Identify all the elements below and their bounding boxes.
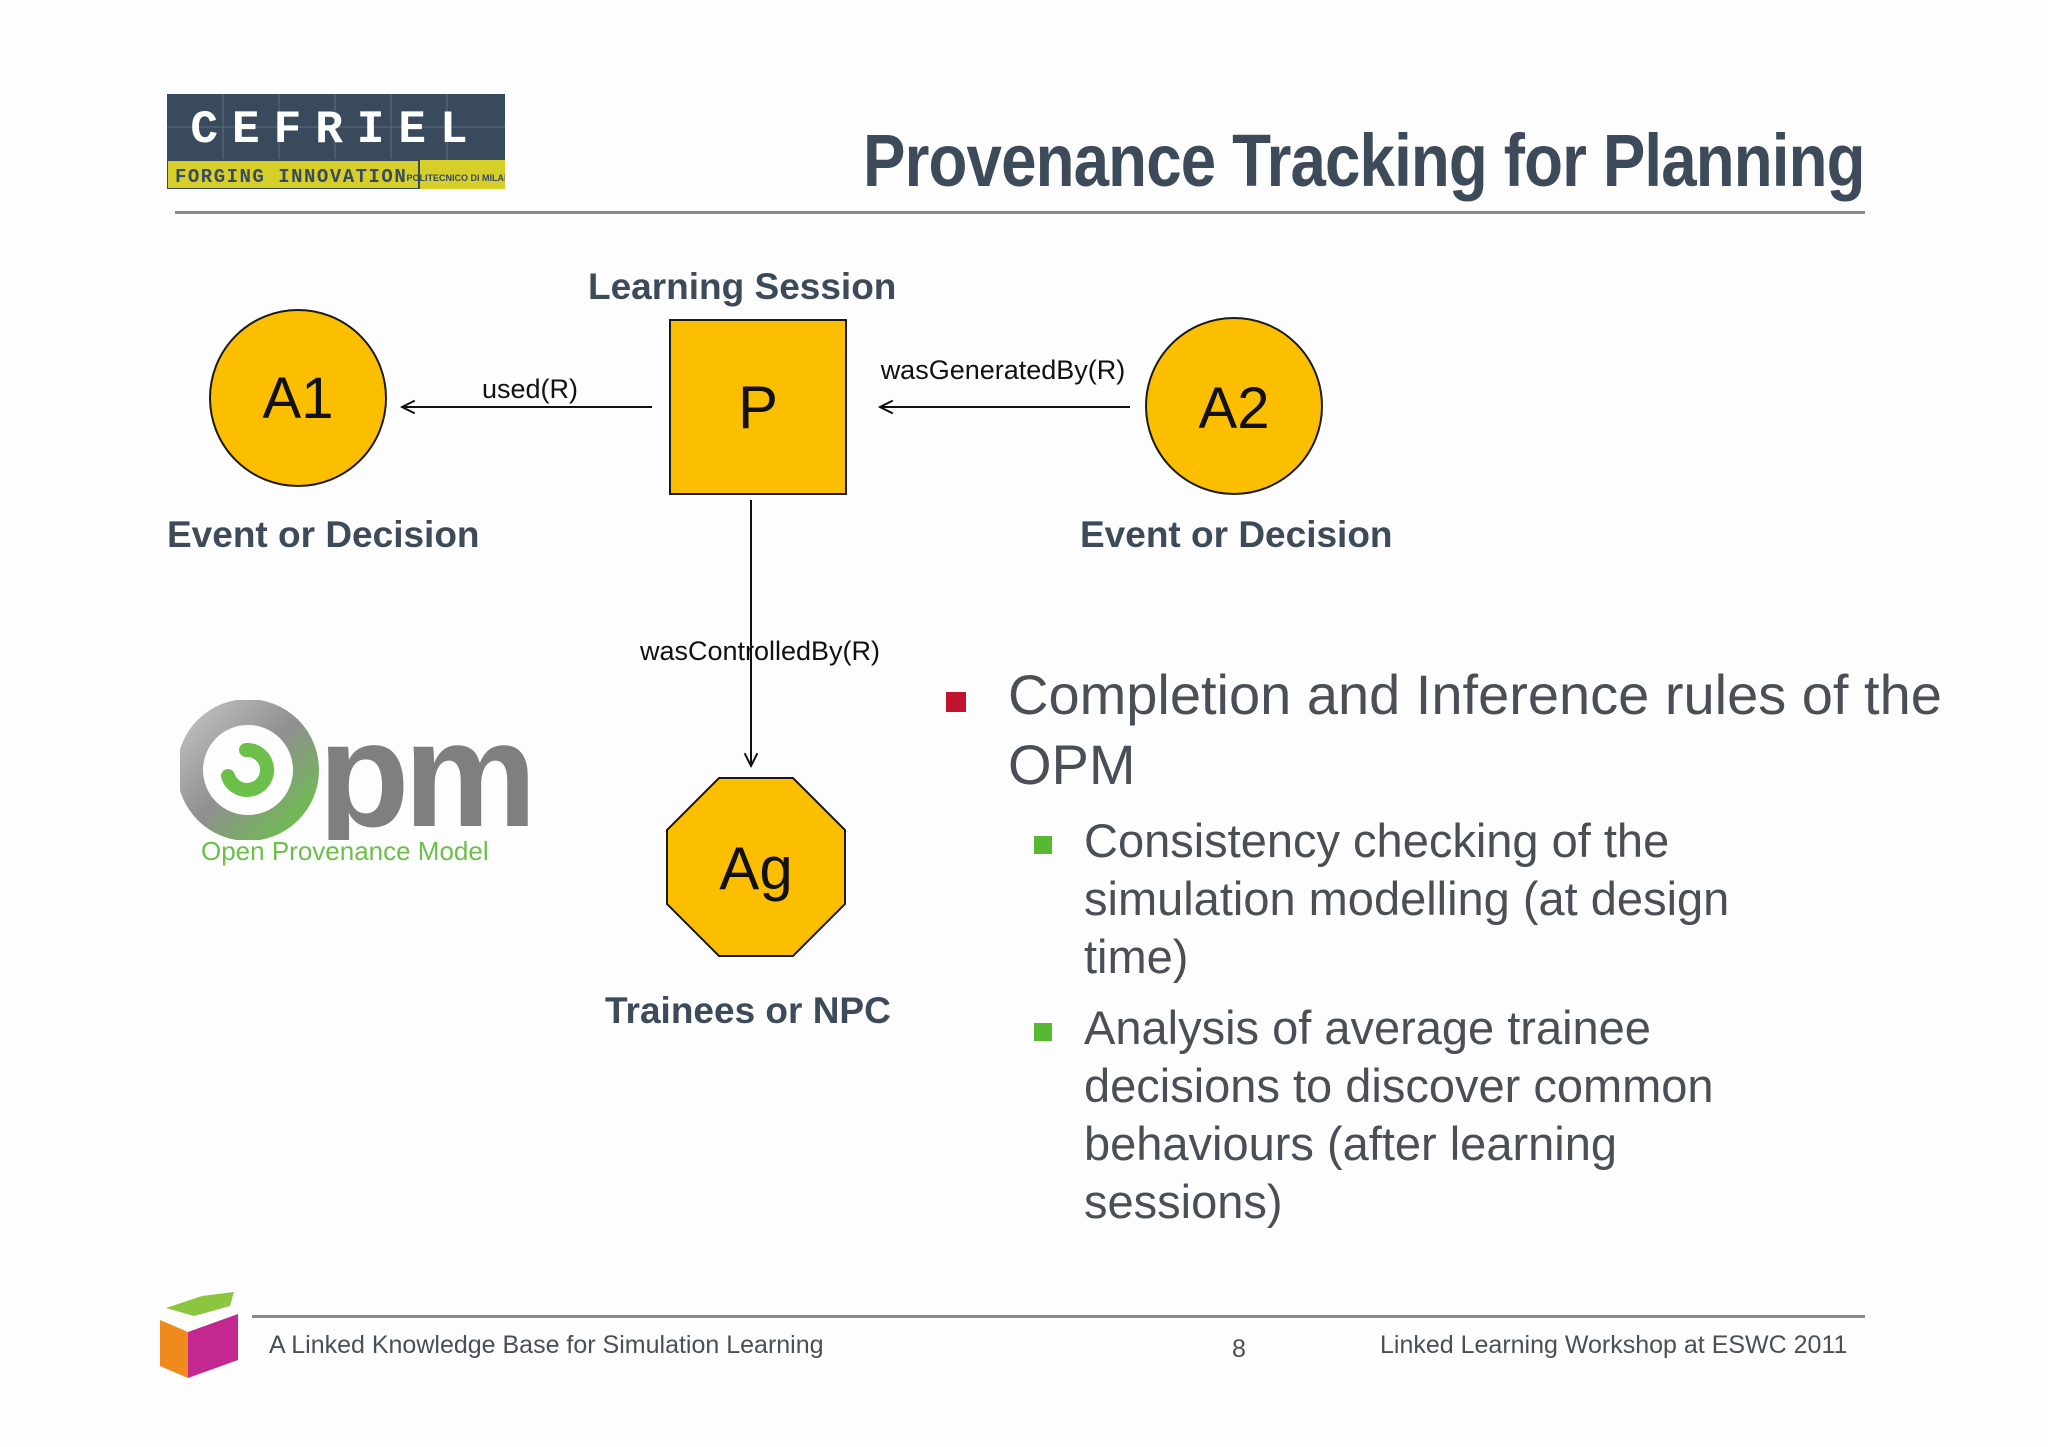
sub-bullet-2: Analysis of average trainee decisions to…	[1034, 999, 1784, 1231]
node-a1-label: A1	[263, 366, 334, 431]
cube-logo-icon	[160, 1292, 238, 1378]
bullet-green-square-icon	[1034, 1023, 1052, 1041]
edge-controlled-label: wasControlledBy(R)	[639, 636, 880, 666]
sub-bullet-2-text: Analysis of average trainee decisions to…	[1084, 1001, 1714, 1228]
node-a2-caption: Event or Decision	[1080, 514, 1393, 555]
opm-caption: Open Provenance Model	[201, 836, 489, 866]
node-ag-octagon	[666, 777, 846, 957]
bullet-green-square-icon	[1034, 836, 1052, 854]
bullet-red-square-icon	[946, 692, 966, 712]
logo-brand: CEFRIEL	[190, 104, 481, 156]
cefriel-logo: CEFRIEL FORGING INNOVATION POLITECNICO D…	[167, 94, 505, 189]
node-a2-label: A2	[1199, 376, 1270, 441]
sub-bullet-1: Consistency checking of the simulation m…	[1034, 812, 1784, 986]
edge-used-label: used(R)	[482, 374, 578, 404]
opm-letters: pm	[318, 700, 531, 840]
opm-logo: pm	[180, 700, 537, 840]
bullet-main: Completion and Inference rules of the OP…	[940, 660, 1968, 800]
node-ag-caption: Trainees or NPC	[605, 990, 891, 1031]
sub-bullet-1-text: Consistency checking of the simulation m…	[1084, 814, 1730, 983]
node-a1-circle	[209, 309, 387, 487]
footer-left-text: A Linked Knowledge Base for Simulation L…	[269, 1331, 824, 1359]
slide-title: Provenance Tracking for Planning	[863, 119, 1865, 202]
bullet-main-text: Completion and Inference rules of the OP…	[1008, 663, 1942, 796]
opm-swirl-inner	[221, 743, 275, 797]
node-p-square	[669, 319, 847, 495]
footer-right-text: Linked Learning Workshop at ESWC 2011	[1380, 1331, 1848, 1359]
title-divider	[175, 211, 1865, 214]
opm-swirl-outer	[180, 700, 319, 840]
page-number: 8	[1232, 1335, 1246, 1363]
logo-tagline: FORGING INNOVATION	[175, 166, 407, 188]
logo-partner: POLITECNICO DI MILANO	[407, 173, 506, 183]
node-a1-caption: Event or Decision	[167, 514, 480, 555]
footer-divider	[252, 1315, 1865, 1318]
node-p-label: P	[738, 374, 778, 441]
edge-generated-label: wasGeneratedBy(R)	[880, 355, 1126, 385]
node-ag-label: Ag	[719, 835, 792, 902]
node-a2-circle	[1145, 317, 1323, 495]
node-p-caption: Learning Session	[588, 266, 897, 307]
